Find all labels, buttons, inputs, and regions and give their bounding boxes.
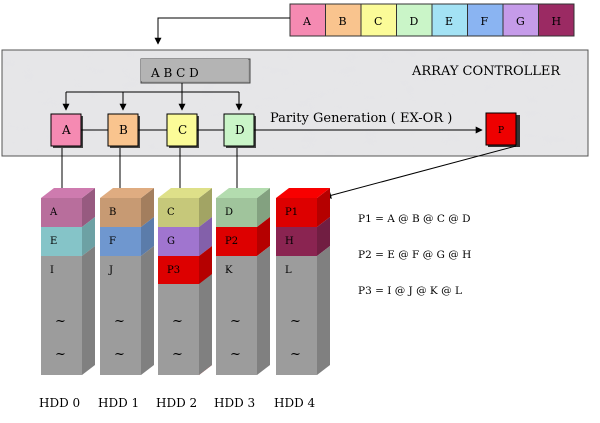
controller-block-b: B xyxy=(107,113,140,148)
input-block-label: D xyxy=(410,15,419,28)
disk-segment-label: I xyxy=(50,265,54,276)
disk-segment-a: A xyxy=(41,188,95,227)
continuation-mark: ~ xyxy=(114,314,125,329)
continuation-mark: ~ xyxy=(230,314,241,329)
controller-block-c: C xyxy=(166,113,199,148)
controller-title: ARRAY CONTROLLER xyxy=(411,64,561,79)
disk-name: HDD 1 xyxy=(98,396,139,410)
disk-name: HDD 2 xyxy=(156,396,197,410)
disk-segment-c: C xyxy=(158,188,212,227)
input-block-e: E xyxy=(431,3,468,37)
parity-block-label: P xyxy=(498,126,504,136)
input-block-label: C xyxy=(374,15,382,28)
disk-segment-label: B xyxy=(109,207,116,218)
disk-segment-p1: P1 xyxy=(276,188,330,227)
parity-equations: P1 = A @ B @ C @ D P2 = E @ F @ G @ H P3 =… xyxy=(358,213,471,297)
input-block-label: H xyxy=(552,15,562,28)
disk-name: HDD 0 xyxy=(39,396,80,410)
disk-segment-label: P2 xyxy=(225,236,238,247)
disk-segment-label: C xyxy=(167,207,175,218)
disk-segment-label: J xyxy=(108,265,113,276)
input-block-d: D xyxy=(396,3,433,37)
disk-hdd-3: D P2K ~ ~ HDD 3 xyxy=(214,188,270,410)
disk-name: HDD 4 xyxy=(274,396,316,410)
disk-hdd-4: P1H L ~ ~ HDD 4 xyxy=(274,188,330,410)
disk-segment-label: H xyxy=(285,236,294,247)
disk-arrows xyxy=(58,145,517,199)
input-block-label: A xyxy=(302,15,312,28)
continuation-mark: ~ xyxy=(114,347,125,362)
buffer-block: A B C D xyxy=(140,58,251,84)
input-block-f: F xyxy=(467,3,504,37)
input-block-label: F xyxy=(481,15,489,28)
disk-segment-p2: P2 xyxy=(216,217,270,256)
controller-blocks: A B C D xyxy=(50,113,256,148)
controller-block-d: D xyxy=(223,113,256,148)
disk-segment-label: K xyxy=(225,265,233,276)
input-block-label: G xyxy=(516,15,525,28)
input-block-c: C xyxy=(360,3,397,37)
parity-equation: P1 = A @ B @ C @ D xyxy=(358,213,471,225)
disk-array: A E I ~ ~ HDD 0 B F J ~ ~ HDD 1 C G P3 ~ ~ HDD 2 D P2K ~ ~ HDD… xyxy=(39,188,330,410)
disk-segment-label: P3 xyxy=(167,265,180,276)
input-block-label: B xyxy=(339,15,347,28)
controller-block-label: A xyxy=(61,123,71,137)
continuation-mark: ~ xyxy=(172,314,183,329)
disk-segment-h: H xyxy=(276,217,330,256)
continuation-mark: ~ xyxy=(230,347,241,362)
disk-segment-f: F xyxy=(100,217,154,256)
disk-segment-body xyxy=(158,274,212,375)
disk-segment-d: D xyxy=(216,188,270,227)
disk-segment-label: E xyxy=(50,236,57,247)
disk-segment-j: J xyxy=(100,246,154,375)
distribution-lines xyxy=(62,83,243,111)
controller-block-a: A xyxy=(50,113,83,148)
disk-segment-label: P1 xyxy=(285,207,298,218)
disk-segment-g: G xyxy=(158,217,212,256)
disk-segment-label: G xyxy=(167,236,175,247)
controller-block-label: C xyxy=(178,123,187,137)
continuation-mark: ~ xyxy=(55,347,66,362)
disk-hdd-0: A E I ~ ~ HDD 0 xyxy=(39,188,95,410)
input-block-strip: A B C D E F G H xyxy=(289,3,575,37)
disk-segment-label: F xyxy=(109,236,116,247)
continuation-mark: ~ xyxy=(290,314,301,329)
input-block-a: A xyxy=(289,3,326,37)
buffer-label: A B C D xyxy=(150,66,199,80)
disk-hdd-1: B F J ~ ~ HDD 1 xyxy=(98,188,154,410)
input-block-b: B xyxy=(325,3,362,37)
disk-segment-b: B xyxy=(100,188,154,227)
disk-segment-l: L xyxy=(276,246,330,375)
parity-equation: P3 = I @ J @ K @ L xyxy=(358,285,462,297)
disk-name: HDD 3 xyxy=(214,396,255,410)
disk-segment-label: A xyxy=(49,207,58,218)
input-block-g: G xyxy=(502,3,539,37)
disk-segment-label: D xyxy=(225,207,233,218)
parity-equation: P2 = E @ F @ G @ H xyxy=(358,249,471,261)
input-block-h: H xyxy=(538,3,575,37)
input-arrow xyxy=(154,17,290,45)
disk-segment-label: L xyxy=(285,265,292,276)
controller-block-label: B xyxy=(119,123,128,137)
disk-segment-i: I xyxy=(41,246,95,375)
disk-segment-k: K xyxy=(216,246,270,375)
controller-block-label: D xyxy=(235,123,245,137)
continuation-mark: ~ xyxy=(55,314,66,329)
disk-hdd-2: C G P3 ~ ~ HDD 2 xyxy=(156,188,212,410)
continuation-mark: ~ xyxy=(290,347,301,362)
disk-segment-e: E xyxy=(41,217,95,256)
continuation-mark: ~ xyxy=(172,347,183,362)
parity-block: P xyxy=(485,112,520,147)
input-block-label: E xyxy=(445,15,453,28)
array-controller: ARRAY CONTROLLER xyxy=(1,49,589,157)
parity-generation-label: Parity Generation ( EX-OR ) xyxy=(270,111,452,126)
